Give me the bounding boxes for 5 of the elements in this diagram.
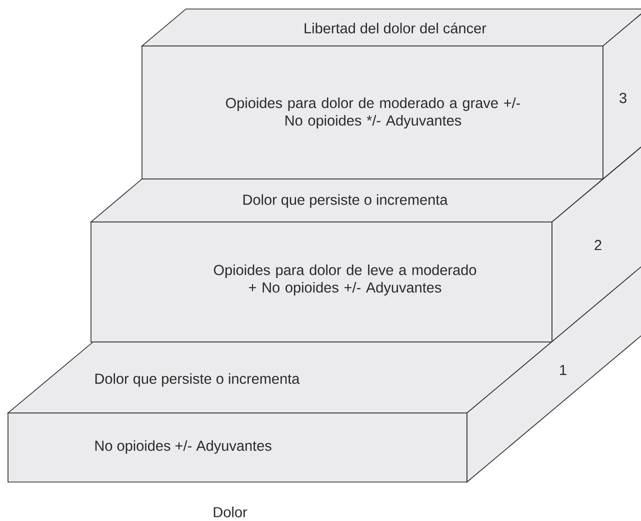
node-label: 1 bbox=[560, 365, 566, 375]
node-label: 3 bbox=[620, 92, 626, 104]
step-front-face: No opioides +/- Adyuvantes bbox=[8, 412, 468, 482]
node-label: 2 bbox=[594, 240, 602, 250]
axis-label: Dolor bbox=[214, 506, 248, 518]
